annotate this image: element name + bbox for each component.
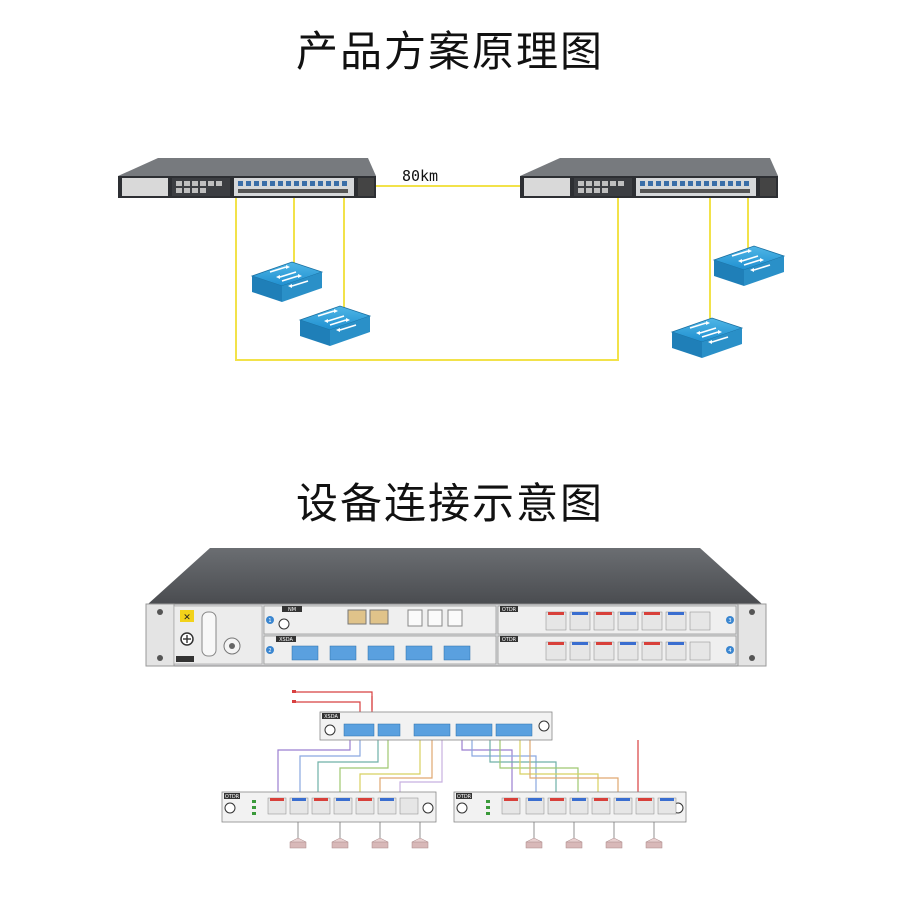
slot-number-3 [726,616,734,624]
wiring-diagram: XSDA OTDR OTDR [221,690,687,849]
topology-diagram: 80km [118,158,785,361]
xsda-module-ports[interactable] [343,723,533,737]
slot-number-1-label: 1 [268,618,271,624]
svg-text:✕: ✕ [183,613,191,623]
slot-number-2 [266,646,274,654]
rack-device-right [520,158,778,198]
endpoint-switch-icons [289,837,663,849]
slot-number-4 [726,646,734,654]
page-title-principle: 产品方案原理图 [295,27,604,76]
switch-icon-right-1 [713,245,785,287]
rj45-port-1[interactable] [347,609,367,625]
nm-screw-icon [278,618,290,630]
chassis-top [148,548,762,604]
chassis-device: ✕ NM 1 XSDA 2 OTDR 3 [145,548,767,667]
slot-number-2-label: 2 [268,648,271,654]
otdr-module-left-label: OTDR [225,794,240,800]
otdr-module-right-label: OTDR [457,794,472,800]
warning-icon [180,610,194,622]
distance-label: 80km [402,167,438,185]
patch-cables [277,691,639,794]
otdr-card-2-label: OTDR [502,637,517,643]
switch-icon-left-2 [299,305,371,347]
nm-card-label: NM [288,607,296,613]
otdr-left-ports[interactable] [267,797,419,815]
sfp-port-3[interactable] [447,609,463,627]
xsda-card-label: XSDA [279,637,293,643]
page-title-connection: 设备连接示意图 [295,479,604,528]
rack-device-left [118,158,376,198]
switch-icon-right-2 [671,317,743,359]
sfp-port-1[interactable] [407,609,423,627]
xsda-module-screw-icon [324,724,336,736]
slot-number-4-label: 4 [728,648,731,654]
otdr-right-ports[interactable] [501,797,677,815]
switch-icon-left-1 [251,261,323,303]
xsda-lc-ports[interactable] [291,645,471,661]
sfp-port-2[interactable] [427,609,443,627]
slot-number-3-label: 3 [728,618,731,624]
fiber-loop [235,196,619,361]
rj45-port-2[interactable] [369,609,389,625]
fiber-links [235,185,749,361]
otdr-1-lc-ports[interactable] [545,611,711,631]
otdr-card-1-label: OTDR [502,607,517,613]
otdr-2-lc-ports[interactable] [545,641,711,661]
slot-number-1 [266,616,274,624]
xsda-module-label: XSDA [324,714,338,720]
handle-icon [201,611,217,657]
